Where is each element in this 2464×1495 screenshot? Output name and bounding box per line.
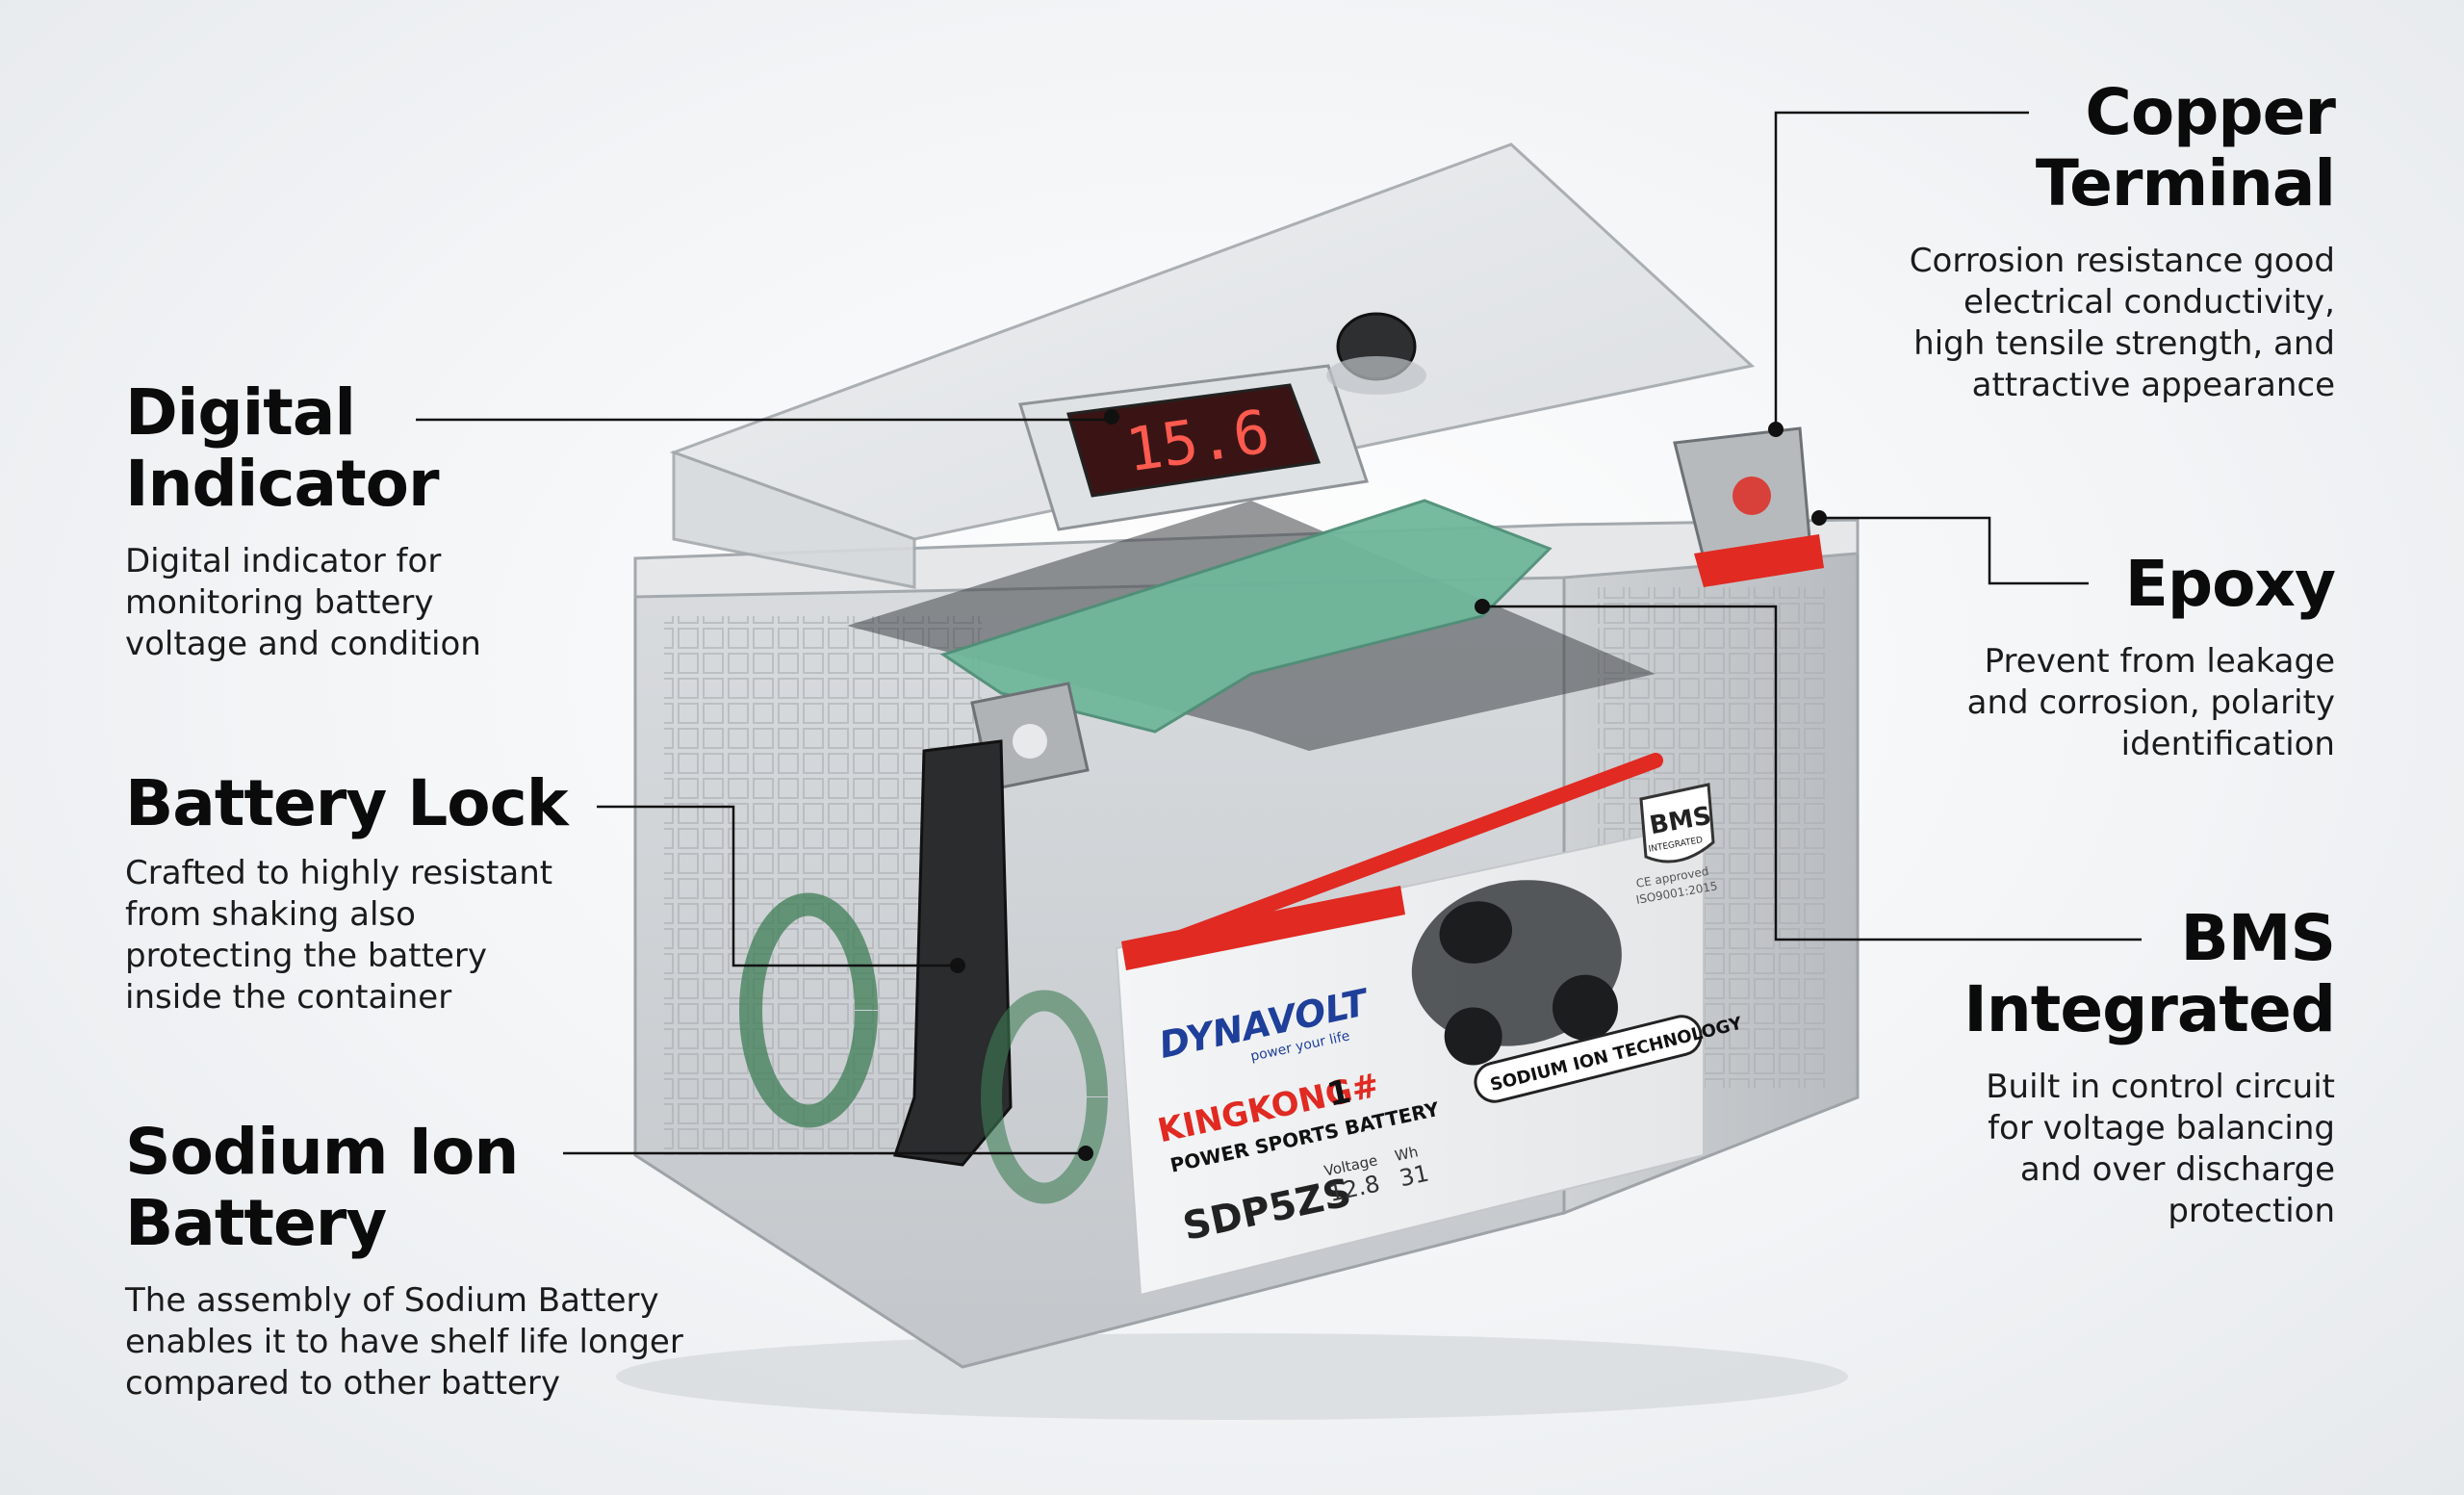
rider-graphic (1411, 880, 1622, 1066)
callout-epoxy: Epoxy Prevent from leakage and corrosion… (1835, 547, 2336, 765)
callout-battery-lock: Battery Lock Crafted to highly resistant… (125, 768, 664, 1018)
callout-digital-indicator: Digital Indicator Digital indicator for … (125, 377, 626, 665)
sodium-ion-battery-description: The assembly of Sodium Battery enables i… (125, 1281, 683, 1403)
digital-indicator-title: Digital Indicator (125, 375, 440, 521)
copper-terminal-description: Corrosion resistance good electrical con… (1909, 242, 2335, 404)
technology-badge (1474, 1015, 1703, 1103)
bms-shield-badge: BMS INTEGRATED CE approved ISO9001:2015 (1635, 783, 1719, 907)
sodium-cell-2 (981, 990, 1108, 1204)
bms-integrated-title: BMS Integrated (1964, 901, 2336, 1046)
leader-copper-terminal (1774, 111, 2029, 429)
lcd-screen (1066, 383, 1322, 498)
leader-bms (1482, 605, 2142, 941)
floor-shadow (616, 1333, 1848, 1420)
label-wh-value: 31 (1397, 1160, 1431, 1193)
callout-copper-terminal: Copper Terminal Corrosion resistance goo… (1796, 75, 2336, 406)
epoxy-description: Prevent from leakage and corrosion, pola… (1966, 642, 2335, 763)
leader-epoxy (1819, 516, 2089, 585)
positive-terminal-hole (1732, 477, 1771, 515)
leader-battery-lock (597, 805, 958, 967)
battery-lock-title: Battery Lock (125, 766, 569, 840)
lid-front (672, 450, 916, 589)
battery-lock-description: Crafted to highly resistant from shaking… (125, 854, 553, 1017)
copper-terminal-title: Copper Terminal (2035, 75, 2336, 220)
sodium-ion-battery-title: Sodium Ion Battery (125, 1115, 519, 1260)
leader-lines (416, 111, 2142, 1155)
bms-integrated-description: Built in control circuit for voltage bal… (1986, 1068, 2335, 1230)
callout-sodium-ion-battery: Sodium Ion Battery The assembly of Sodiu… (125, 1117, 799, 1405)
lcd-push-button-base (1326, 356, 1426, 395)
negative-terminal-hole (1013, 724, 1047, 759)
lcd-dot (1104, 409, 1119, 425)
sodium-cell-1 (739, 892, 878, 1128)
battery-lock-bracket (893, 739, 1013, 1167)
callout-bms-integrated: BMS Integrated Built in control circuit … (1835, 901, 2336, 1232)
epoxy-base (1694, 534, 1824, 587)
label-red-banner (1121, 886, 1405, 970)
epoxy-title: Epoxy (2124, 547, 2336, 621)
digital-indicator-description: Digital indicator for monitoring battery… (125, 542, 481, 663)
label-wh-caption: Wh (1393, 1143, 1420, 1165)
